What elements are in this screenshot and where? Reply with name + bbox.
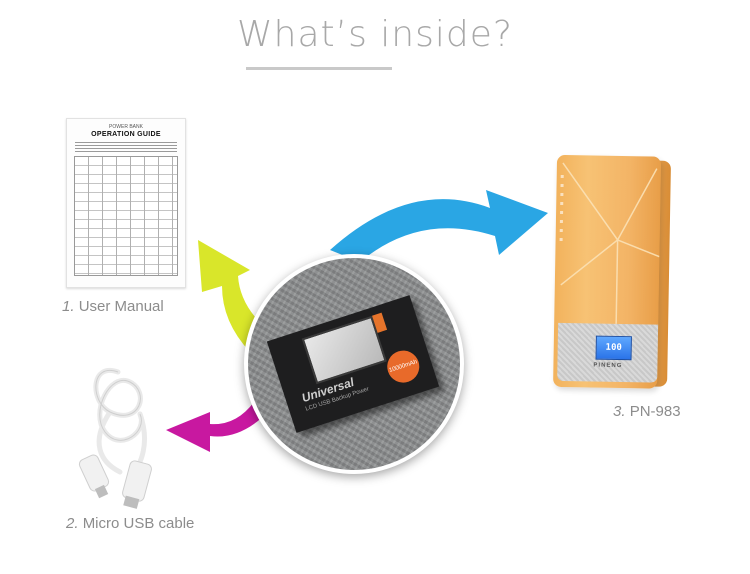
caption-power-bank: 3. PN-983 <box>613 403 681 420</box>
caption-label: User Manual <box>78 298 164 315</box>
power-bank: 100 PINENG <box>553 154 689 395</box>
package-window <box>301 315 387 385</box>
caption-user-manual: 1. User Manual <box>62 298 164 315</box>
caption-micro-usb-cable: 2. Micro USB cable <box>66 515 194 532</box>
package-photo: Universal LCD USB Backup Power 10000mAh <box>244 254 464 474</box>
page-title: What’s inside? <box>237 14 513 55</box>
caption-number: 2. <box>66 515 79 532</box>
micro-usb-cable <box>78 367 152 509</box>
manual-title: OPERATION GUIDE <box>91 131 161 138</box>
package-capacity-badge: 10000mAh <box>383 346 424 387</box>
caption-number: 3. <box>613 403 626 420</box>
user-manual-sheet: POWER BANK OPERATION GUIDE <box>66 118 186 288</box>
caption-label: Micro USB cable <box>82 515 195 532</box>
manual-table <box>74 156 178 276</box>
power-bank-pattern <box>560 162 660 324</box>
product-package: Universal LCD USB Backup Power 10000mAh <box>266 295 440 433</box>
blue-curved-arrow-icon <box>330 190 548 262</box>
manual-intro-text <box>75 142 177 152</box>
manual-header: POWER BANK <box>109 124 143 130</box>
magenta-curved-arrow-icon <box>166 402 268 452</box>
title-underline <box>246 67 392 70</box>
caption-label: PN-983 <box>629 403 681 420</box>
caption-number: 1. <box>62 298 75 315</box>
power-bank-lcd: 100 <box>595 335 632 361</box>
power-bank-brand: PINENG <box>593 362 623 370</box>
